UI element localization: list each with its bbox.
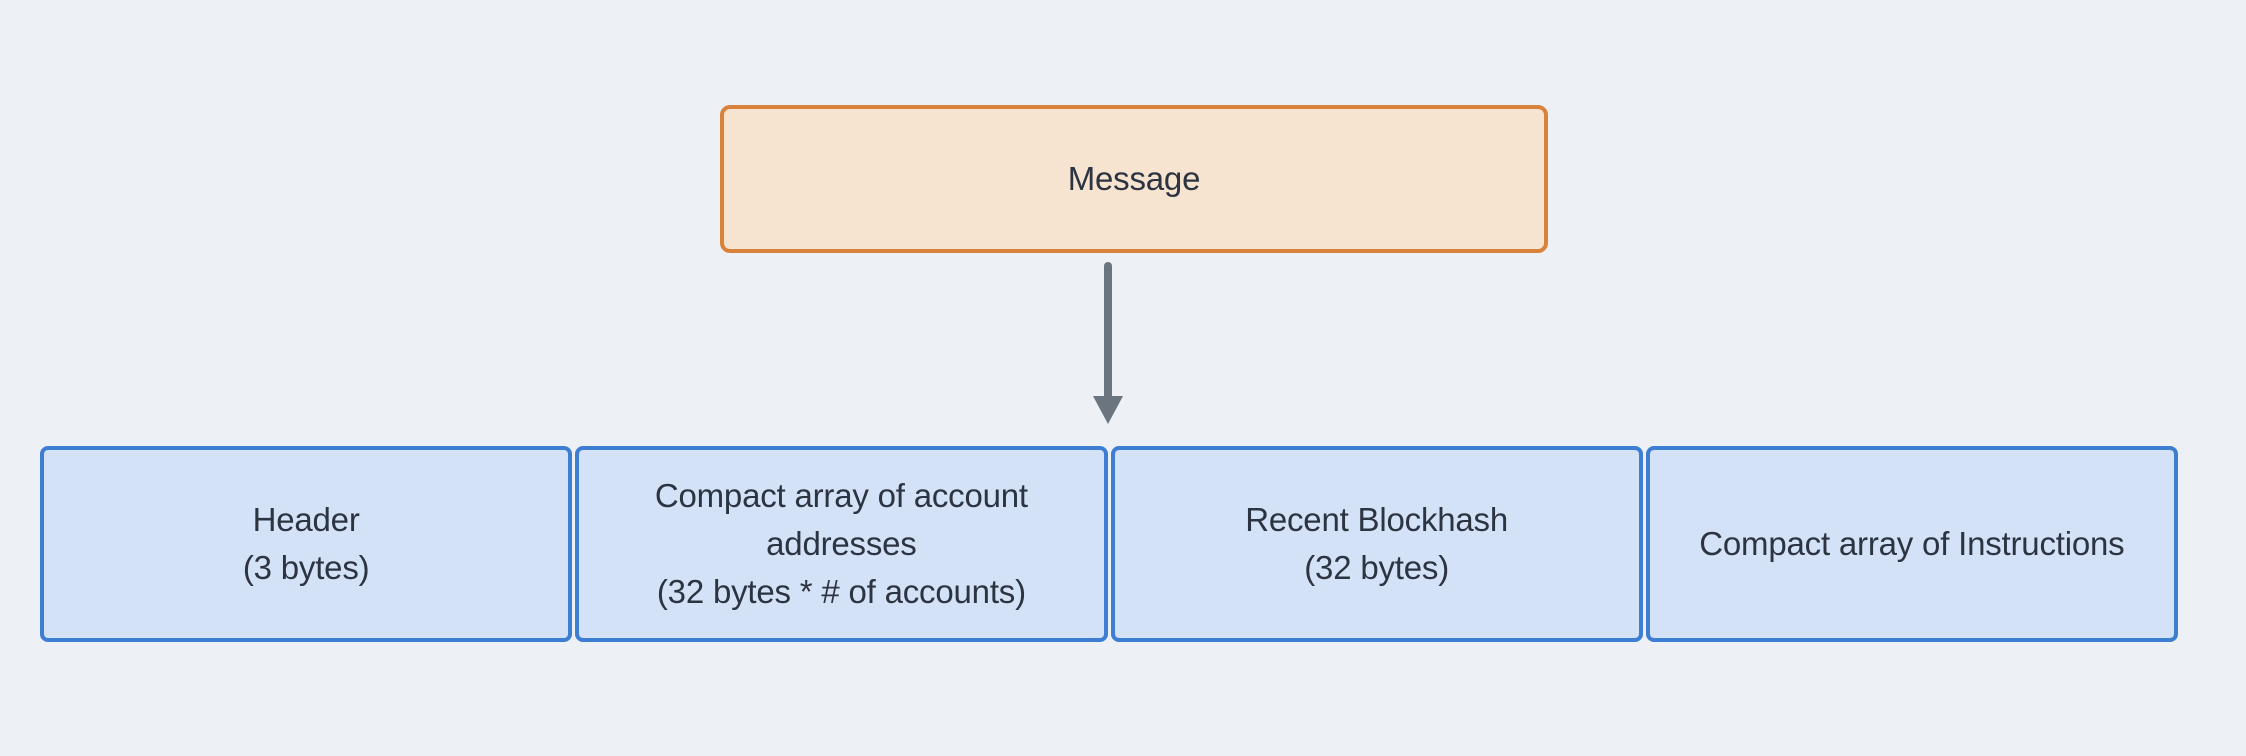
segment-recent-blockhash-line1: Recent Blockhash bbox=[1245, 501, 1509, 538]
segment-account-addresses-line3: (32 bytes * # of accounts) bbox=[656, 573, 1026, 610]
segment-recent-blockhash-line2: (32 bytes) bbox=[1304, 549, 1449, 586]
segment-account-addresses-line1: Compact array of account bbox=[654, 477, 1028, 514]
message-node: Message bbox=[720, 105, 1548, 253]
segment-recent-blockhash: Recent Blockhash (32 bytes) bbox=[1110, 446, 1643, 642]
segment-header: Header (3 bytes) bbox=[40, 446, 573, 642]
segment-header-line1: Header bbox=[252, 501, 360, 538]
message-node-label: Message bbox=[1067, 160, 1201, 197]
segment-account-addresses-line2: addresses bbox=[766, 525, 917, 562]
segment-account-addresses: Compact array of account addresses (32 b… bbox=[575, 446, 1108, 642]
segment-header-line2: (3 bytes) bbox=[242, 549, 370, 586]
segment-instructions-line1: Compact array of Instructions bbox=[1699, 525, 2125, 562]
arrow-head bbox=[1093, 396, 1123, 424]
arrow-down-icon bbox=[1093, 262, 1123, 425]
segment-row: Header (3 bytes) Compact array of accoun… bbox=[40, 446, 2178, 642]
segment-instructions: Compact array of Instructions bbox=[1645, 446, 2178, 642]
arrow-shaft bbox=[1104, 262, 1112, 400]
